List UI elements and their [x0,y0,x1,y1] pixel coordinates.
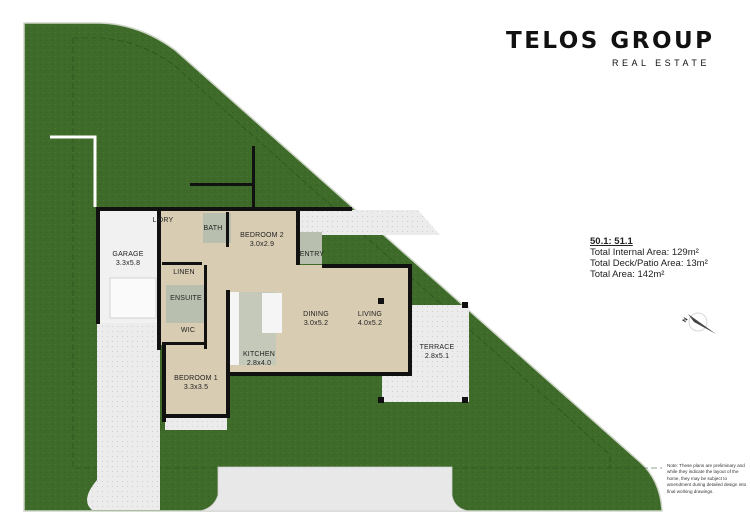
front-path [300,210,440,235]
house-floor [160,210,412,418]
room-entry: ENTRY [299,251,325,258]
total-area: Total Area: 142m² [590,269,665,280]
room-name: BEDROOM 1 [174,375,218,382]
north-arrow-icon [688,312,716,334]
room-size: 3.0x5.2 [303,320,329,327]
room-ensuite: ENSUITE [170,295,202,302]
room-name: LIVING [357,311,383,318]
room-size: 3.3x3.5 [183,384,209,391]
room-size: 3.3x5.8 [115,260,141,267]
disclaimer-note: Note: These plans are preliminary and wh… [667,463,747,494]
lot-reference: 50.1: 51.1 [590,236,633,247]
deck-area: Total Deck/Patio Area: 13m² [590,258,708,269]
crossover [199,466,469,512]
room-name: GARAGE [112,251,144,258]
room-bath: BATH [203,225,223,232]
room-linen: LINEN [173,269,195,276]
room-bedroom1: BEDROOM 1 3.3x3.5 [166,374,226,392]
room-garage: GARAGE 3.3x5.8 [100,250,156,268]
room-size: 3.0x2.9 [249,241,275,248]
room-name: TERRACE [419,344,455,351]
room-size: 2.8x4.0 [246,360,272,367]
room-name: BEDROOM 2 [240,232,284,239]
internal-area: Total Internal Area: 129m² [590,247,699,258]
area-summary: 50.1: 51.1 Total Internal Area: 129m² To… [590,236,708,280]
room-terrace: TERRACE 2.8x5.1 [412,343,462,361]
room-laundry: L'DRY [152,217,174,224]
room-wic: WIC [180,327,196,334]
room-bedroom2: BEDROOM 2 3.0x2.9 [232,231,292,249]
room-size: 4.0x5.2 [357,320,383,327]
driveway [87,323,160,510]
brand-tagline: REAL ESTATE [612,58,710,68]
room-name: KITCHEN [242,351,276,358]
room-size: 2.8x5.1 [424,353,450,360]
room-name: DINING [303,311,329,318]
brand-logo: TELOS GROUP [506,28,715,54]
room-living: LIVING 4.0x5.2 [350,310,390,328]
room-kitchen: KITCHEN 2.8x4.0 [236,350,282,368]
room-dining: DINING 3.0x5.2 [296,310,336,328]
